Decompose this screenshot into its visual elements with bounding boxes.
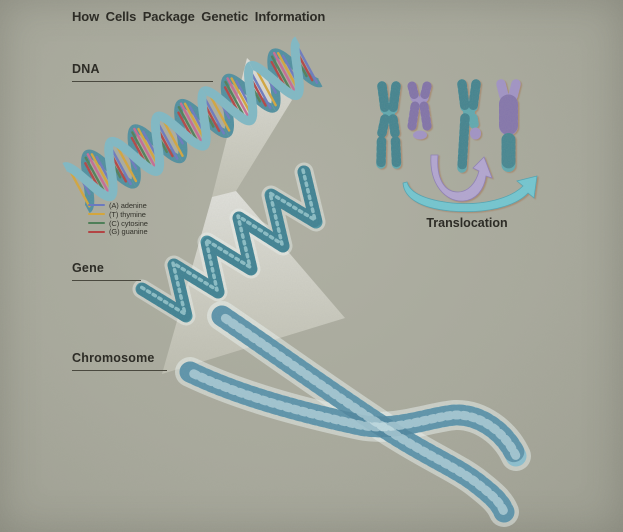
translocation-chromosome-purple-1 xyxy=(407,81,432,140)
gene-label-rule xyxy=(72,280,141,281)
translocation-chromosome-teal-2 xyxy=(457,79,481,173)
translocation-label: Translocation xyxy=(426,216,508,230)
dna-helix-illustration xyxy=(65,40,321,209)
light-beam-gene-to-chromosome xyxy=(162,191,345,374)
dna-label-rule xyxy=(72,81,213,82)
legend-item-cytosine: (C)cytosine xyxy=(88,219,148,228)
translocation-arrow-teal xyxy=(402,175,538,213)
base-pair-legend: (A)adenine (T)thymine (C)cytosine (G)gua… xyxy=(88,201,148,236)
cytosine-color-swatch xyxy=(88,221,105,224)
light-beam-dna-to-gene xyxy=(212,58,292,197)
gene-label: Gene xyxy=(72,261,105,275)
chromosome-illustration xyxy=(175,301,531,527)
chromosome-label: Chromosome xyxy=(72,351,155,365)
chromosome-label-rule xyxy=(72,370,167,371)
legend-item-guanine: (G)guanine xyxy=(88,227,148,236)
guanine-color-swatch xyxy=(88,230,105,233)
thymine-color-swatch xyxy=(88,213,105,216)
gene-coil-illustration xyxy=(132,162,326,326)
translocation-arrow-purple xyxy=(430,154,493,202)
translocation-illustration xyxy=(376,79,538,213)
translocation-chromosome-teal-1 xyxy=(376,81,402,169)
legend-item-thymine: (T)thymine xyxy=(88,210,148,219)
legend-item-adenine: (A)adenine xyxy=(88,201,148,210)
translocation-chromosome-purple-2 xyxy=(496,79,521,172)
adenine-color-swatch xyxy=(88,204,105,207)
dna-label: DNA xyxy=(72,62,100,76)
page-title: How Cells Package Genetic Information xyxy=(72,9,326,24)
